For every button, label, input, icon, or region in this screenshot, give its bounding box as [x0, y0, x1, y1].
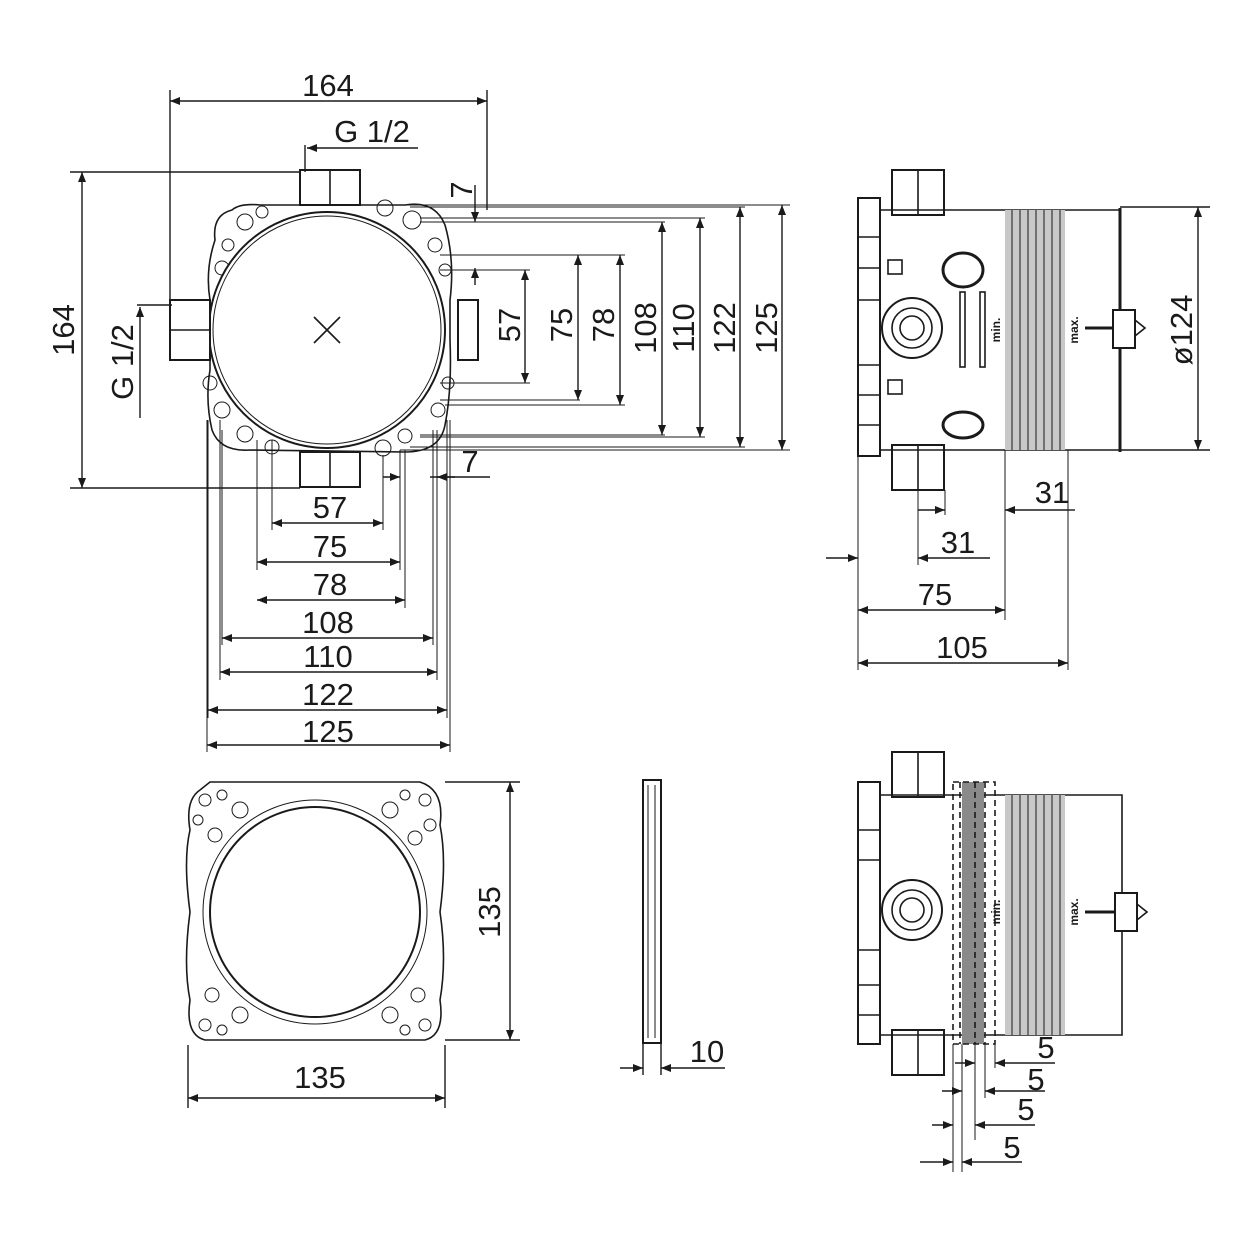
horizontal-dim-75: 75 [313, 529, 347, 564]
max-marker: max. [1067, 316, 1081, 343]
ext-min-marker: min. [989, 900, 1003, 925]
bottom-fitting [299, 451, 361, 488]
step-2-label: 5 [1027, 1062, 1044, 1097]
step-3-label: 5 [1017, 1092, 1034, 1127]
min-marker: min. [989, 318, 1003, 343]
plate-thickness-label: 10 [690, 1034, 724, 1069]
ext-max-marker: max. [1067, 898, 1081, 925]
horizontal-dim-125: 125 [302, 714, 354, 749]
horizontal-dim-108: 108 [302, 605, 354, 640]
vertical-dim-125: 125 [749, 302, 784, 354]
horizontal-dim-57: 57 [313, 490, 347, 525]
vertical-dim-110: 110 [666, 303, 701, 352]
extension-view: min. max. 5 5 5 5 [857, 751, 1149, 1172]
vertical-dim-108: 108 [628, 302, 663, 354]
top-fitting [299, 169, 361, 206]
bottom-offset-label: 7 [461, 444, 478, 479]
overall-width-label: 164 [302, 68, 354, 103]
overall-height-label: 164 [46, 304, 81, 356]
depth-75: 75 [918, 577, 952, 612]
top-thread-label: G 1/2 [334, 114, 410, 149]
horizontal-dim-78: 78 [313, 567, 347, 602]
step-1-label: 5 [1037, 1030, 1054, 1065]
step-4-label: 5 [1003, 1130, 1020, 1165]
vertical-dimension-lines [521, 205, 786, 450]
vertical-dim-75: 75 [544, 308, 579, 342]
vertical-dim-122: 122 [707, 302, 742, 354]
vertical-dim-57: 57 [492, 308, 527, 342]
depth-105: 105 [936, 630, 988, 665]
depth-31-upper: 31 [1035, 475, 1069, 510]
horizontal-dim-122: 122 [302, 677, 354, 712]
horizontal-dim-110: 110 [303, 639, 352, 674]
horizontal-dimension-lines [207, 519, 450, 749]
front-view: 164 G 1/2 164 G 1/2 7 57 75 78 108 110 1… [46, 68, 790, 752]
plate-height-label: 135 [472, 886, 507, 938]
extension-ring [962, 782, 984, 1044]
top-offset-label: 7 [444, 181, 479, 198]
plate-side-view: 10 [620, 779, 725, 1075]
left-fitting [169, 299, 211, 361]
depth-31-lower: 31 [941, 525, 975, 560]
vertical-dim-78: 78 [586, 308, 621, 342]
side-view: min. max. ø124 31 31 75 105 [826, 169, 1210, 670]
plate-view: 135 135 [185, 781, 520, 1108]
diameter-label: ø124 [1164, 295, 1199, 366]
left-thread-label: G 1/2 [105, 324, 140, 400]
plate-opening [209, 806, 421, 1018]
mounting-flange [202, 199, 455, 457]
plate-width-label: 135 [294, 1060, 346, 1095]
center-cross-icon [313, 316, 341, 344]
